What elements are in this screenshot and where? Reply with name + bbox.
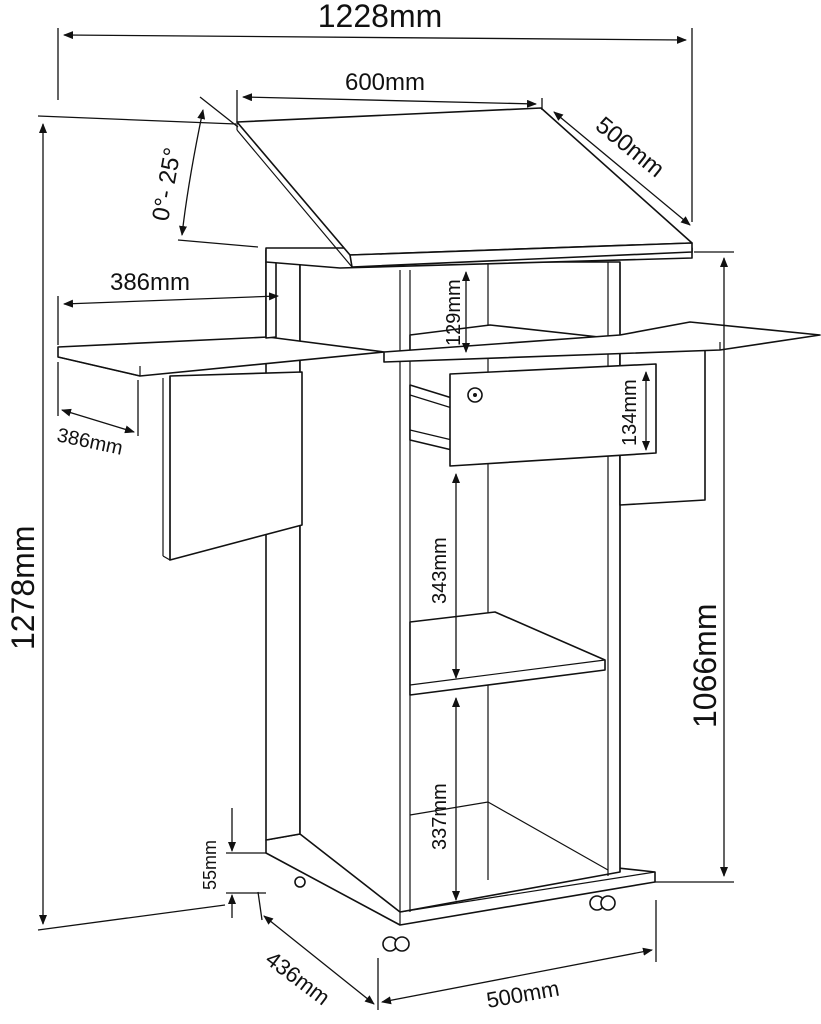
lower-shelf-gap-label: 337mm [429, 783, 451, 850]
side-shelf-width-label: 386mm [110, 269, 190, 296]
right-side-shelf [383, 321, 821, 363]
top-width-label: 600mm [345, 69, 425, 96]
side-shelf-depth-label: 386mm [55, 424, 125, 459]
base-width-label: 500mm [485, 976, 562, 1013]
compartment-height-label: 129mm [443, 279, 465, 346]
desktop-front-edge [349, 242, 693, 268]
drawer-front [449, 363, 657, 467]
lock-icon [467, 387, 483, 403]
upper-shelf-gap-label: 343mm [429, 537, 451, 604]
base-height-label: 55mm [200, 840, 220, 890]
base-depth-label: 436mm [261, 946, 335, 1010]
drawer-height-label: 134mm [619, 379, 641, 446]
body-height-label: 1066mm [687, 604, 723, 729]
overall-width-label: 1228mm [318, 0, 443, 34]
tilt-angle-label: 0°- 25° [147, 146, 186, 223]
caster-wheels [294, 876, 616, 952]
overall-height-label: 1278mm [5, 526, 41, 651]
